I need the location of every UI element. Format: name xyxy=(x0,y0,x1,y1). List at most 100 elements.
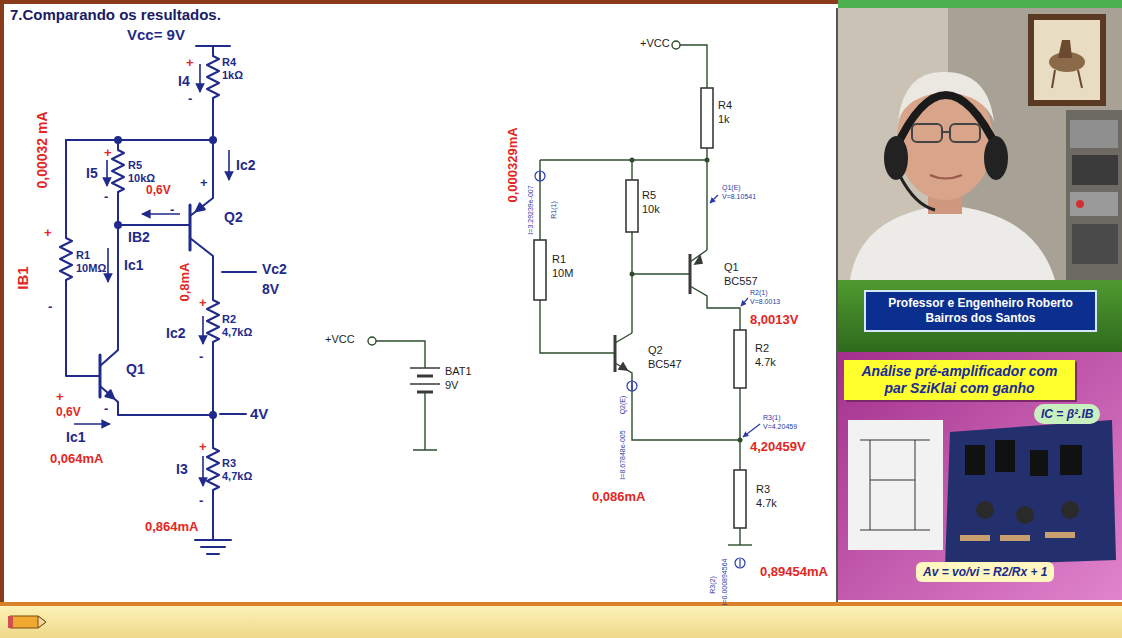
simulated-circuit xyxy=(368,41,752,545)
hand-label: 8V xyxy=(262,282,279,296)
name-panel xyxy=(838,280,1122,352)
probe-readout: R3(2) xyxy=(709,576,716,594)
probe-symbol xyxy=(741,298,748,306)
component-label: 10M xyxy=(552,268,573,279)
component-label: R5 xyxy=(642,190,656,201)
hand-label: 1kΩ xyxy=(222,70,243,81)
component-label: R1 xyxy=(552,254,566,265)
simulated-components xyxy=(619,363,627,370)
simulated-circuit xyxy=(728,544,752,545)
probe-readout: I=0.000894564 xyxy=(721,559,728,606)
webcam-image xyxy=(1034,20,1100,100)
component-label: Q2 xyxy=(648,345,663,356)
thumbnail-image xyxy=(860,440,930,530)
simulated-circuit xyxy=(539,160,540,240)
pencil-icon xyxy=(38,616,46,628)
simulated-components xyxy=(630,158,635,163)
simulated-circuit xyxy=(739,528,740,545)
hand-drawn-circuit xyxy=(66,139,213,141)
current-arrow xyxy=(107,248,109,282)
simulated-components xyxy=(734,330,746,388)
measured-value: 0,086mA xyxy=(592,490,645,503)
simulated-components xyxy=(695,256,702,264)
webcam-image xyxy=(942,131,950,133)
hand-label: R1 xyxy=(76,250,90,261)
probe-symbol xyxy=(535,171,760,568)
simulated-components xyxy=(701,88,713,148)
probe-readout: R1(1) xyxy=(550,201,557,219)
webcam-image xyxy=(1066,110,1122,280)
measured-value: IB1 xyxy=(15,266,30,289)
hand-label: - xyxy=(170,203,174,216)
measured-value: 0,6V xyxy=(56,406,81,418)
component-label: R3 xyxy=(756,484,770,495)
hand-label: 4,7kΩ xyxy=(222,327,252,338)
node-text: Professor e Engenheiro Roberto Bairros d… xyxy=(878,296,1083,326)
hand-drawn-circuit xyxy=(190,238,219,415)
current-arrow xyxy=(199,64,201,92)
simulated-components xyxy=(734,470,746,528)
thumbnail-image xyxy=(945,420,1116,566)
slide-heading: 7.Comparando os resultados. xyxy=(10,7,221,22)
hand-drawn-circuit xyxy=(100,225,118,366)
hand-drawn-circuit xyxy=(207,415,219,540)
thumbnail-image xyxy=(848,420,943,550)
probe-readout: I=8.67848e-005 xyxy=(619,430,626,479)
hand-label: 4,7kΩ xyxy=(222,471,252,482)
thumbnail-image xyxy=(995,440,1015,472)
probe-symbol xyxy=(743,424,760,437)
webcam-image xyxy=(900,176,935,210)
hand-label: - xyxy=(199,494,203,507)
slide-frame xyxy=(838,0,1122,8)
simulated-circuit xyxy=(739,388,740,470)
webcam-image xyxy=(1070,120,1118,148)
thumbnail-image xyxy=(1000,535,1030,541)
component-label: BC557 xyxy=(724,276,758,287)
hand-label: R5 xyxy=(128,160,142,171)
hand-drawn-circuit xyxy=(60,140,100,376)
simulated-circuit xyxy=(680,45,707,88)
hand-drawn-circuit xyxy=(195,540,231,554)
hand-label: 10kΩ xyxy=(128,173,155,184)
component-label: 1k xyxy=(718,114,730,125)
hand-drawn-circuit xyxy=(118,224,190,226)
probe-readout: I=3.29239e-007 xyxy=(527,185,534,234)
measured-value: + xyxy=(199,296,207,309)
webcam-image xyxy=(1052,70,1082,88)
component-label: BC547 xyxy=(648,359,682,370)
measured-value: 0,00032 mA xyxy=(35,111,49,188)
node-text: Av = vo/vi = R2/Rx + 1 xyxy=(916,562,1054,582)
measured-value: + xyxy=(104,146,112,159)
thumbnail-image xyxy=(960,535,990,541)
webcam-image xyxy=(1028,14,1106,106)
thumbnail-image xyxy=(838,352,1122,600)
simulated-components xyxy=(614,335,617,372)
component-label: Q1 xyxy=(724,262,739,273)
hand-label: R4 xyxy=(222,57,236,68)
probe-symbol xyxy=(739,559,740,567)
hand-label: Ic2 xyxy=(166,326,185,340)
slide-frame xyxy=(836,8,838,602)
simulated-circuit xyxy=(690,286,740,330)
webcam-image xyxy=(1076,200,1084,208)
measured-value: + xyxy=(199,440,207,453)
hand-label: IB2 xyxy=(128,230,150,244)
measured-value: 0,864mA xyxy=(145,520,198,533)
slide-frame xyxy=(0,602,1122,606)
component-label: +VCC xyxy=(325,334,355,345)
slide-frame xyxy=(0,606,1122,638)
probe-readout: Q2(E) xyxy=(619,396,626,415)
hand-label: Vcc= 9V xyxy=(127,27,185,42)
hand-drawn-circuit xyxy=(190,140,213,216)
probe-symbol xyxy=(627,381,637,391)
probe-symbol xyxy=(735,558,745,568)
simulated-components xyxy=(689,254,692,294)
measured-value: 0,6V xyxy=(146,184,171,196)
measured-value: + xyxy=(186,56,194,69)
thumbnail-image xyxy=(1061,501,1079,519)
hand-label: Ic2 xyxy=(236,158,255,172)
hand-label: - xyxy=(104,402,108,415)
component-label: R2 xyxy=(755,343,769,354)
hand-drawn-circuit xyxy=(100,386,213,415)
